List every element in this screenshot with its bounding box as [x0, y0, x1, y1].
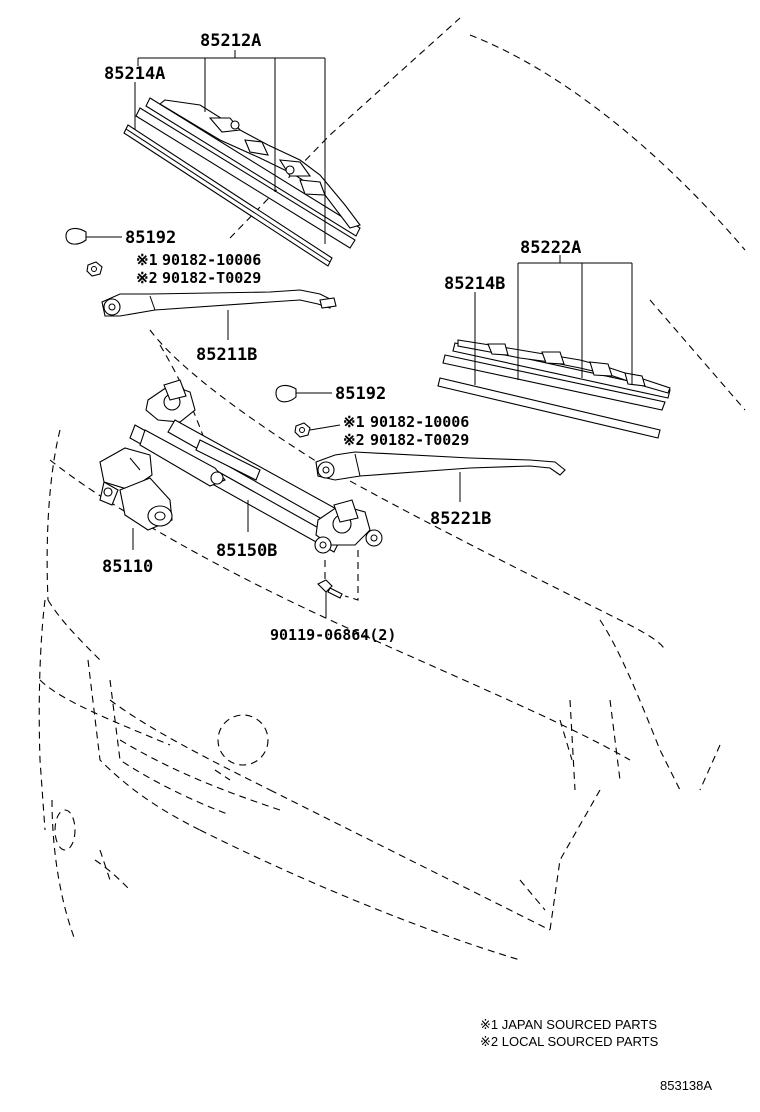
sourcing-legend: ※1 JAPAN SOURCED PARTS ※2 LOCAL SOURCED …	[480, 1017, 659, 1049]
wiper-blade-lh	[437, 339, 671, 439]
wiper-arm-lh	[315, 451, 566, 481]
nut-lh	[294, 422, 311, 438]
mark-1-rh: ※1	[136, 251, 158, 269]
label-85192-rh: 85192	[125, 228, 176, 248]
part-labels: 85212A 85214A 85192 ※1 90182-10006 ※2 90…	[102, 31, 581, 644]
mark-2-lh: ※2	[343, 431, 365, 449]
legend-line-1: ※1 JAPAN SOURCED PARTS	[480, 1017, 657, 1032]
label-85214A: 85214A	[104, 64, 165, 84]
legend-line-2: ※2 LOCAL SOURCED PARTS	[480, 1034, 659, 1049]
label-85150B: 85150B	[216, 541, 277, 561]
label-85211B: 85211B	[196, 345, 257, 365]
wiper-blade-rh	[123, 97, 361, 267]
label-85221B: 85221B	[430, 509, 491, 529]
wiper-link-assy	[129, 379, 383, 554]
label-85110: 85110	[102, 557, 153, 577]
nut-rh	[86, 261, 103, 277]
wiper-motor	[99, 447, 173, 531]
bolt	[317, 550, 359, 601]
label-nut-rh-1: 90182-10006	[162, 251, 261, 269]
wiper-cap-lh	[275, 384, 297, 403]
wiper-cap-rh	[65, 227, 87, 245]
figure-id: 853138A	[660, 1078, 712, 1093]
label-nut-lh-2: 90182-T0029	[370, 431, 469, 449]
label-85212A: 85212A	[200, 31, 261, 51]
leader-lines	[86, 50, 633, 618]
vehicle-body-outline	[38, 17, 746, 961]
mark-2-rh: ※2	[136, 269, 158, 287]
wiper-arm-rh	[101, 289, 337, 317]
label-nut-rh-2: 90182-T0029	[162, 269, 261, 287]
label-85214B: 85214B	[444, 274, 505, 294]
label-85192-lh: 85192	[335, 384, 386, 404]
mark-1-lh: ※1	[343, 413, 365, 431]
label-85222A: 85222A	[520, 238, 581, 258]
label-nut-lh-1: 90182-10006	[370, 413, 469, 431]
label-bolt: 90119-06864(2)	[270, 626, 396, 644]
